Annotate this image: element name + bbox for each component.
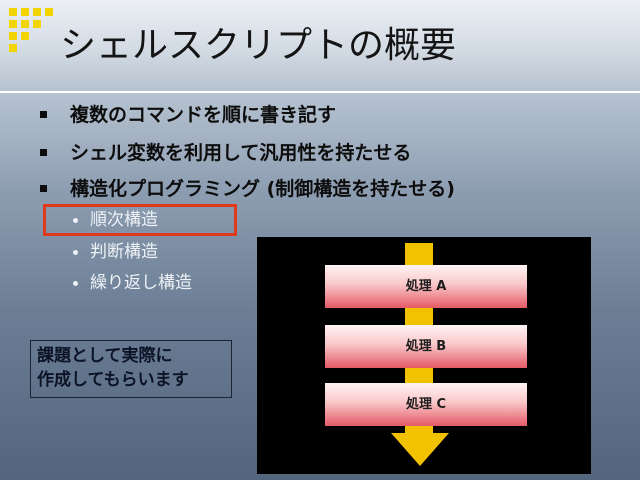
- square-bullet-icon: [40, 149, 47, 156]
- square-bullet-icon: [40, 111, 47, 118]
- sub-item-2-text: 判断構造: [90, 242, 158, 262]
- process-step-c: 処理 C: [325, 383, 527, 426]
- note-line-1: 課題として実際に: [37, 346, 173, 366]
- round-bullet-icon: [73, 218, 78, 223]
- highlight-box: [43, 204, 237, 236]
- round-bullet-icon: [73, 281, 78, 286]
- bullet-2-text: シェル変数を利用して汎用性を持たせる: [70, 142, 412, 164]
- sequential-flow-diagram: 処理 A 処理 B 処理 C: [257, 237, 591, 474]
- process-step-b: 処理 B: [325, 325, 527, 368]
- sub-item-1-text: 順次構造: [90, 210, 158, 230]
- bullet-1-text: 複数のコマンドを順に書き記す: [70, 104, 337, 126]
- assignment-note: 課題として実際に 作成してもらいます: [30, 340, 232, 398]
- square-bullet-icon: [40, 185, 47, 192]
- bullet-3-text: 構造化プログラミング (制御構造を持たせる): [70, 178, 455, 200]
- logo-squares-icon: [9, 8, 57, 56]
- note-line-2: 作成してもらいます: [37, 370, 189, 390]
- slide-title: シェルスクリプトの概要: [60, 25, 457, 66]
- title-divider: [0, 91, 640, 93]
- title-band: [0, 0, 640, 92]
- round-bullet-icon: [73, 250, 78, 255]
- process-step-a: 処理 A: [325, 265, 527, 308]
- sub-item-3-text: 繰り返し構造: [90, 273, 192, 293]
- down-arrow-icon: [391, 433, 449, 466]
